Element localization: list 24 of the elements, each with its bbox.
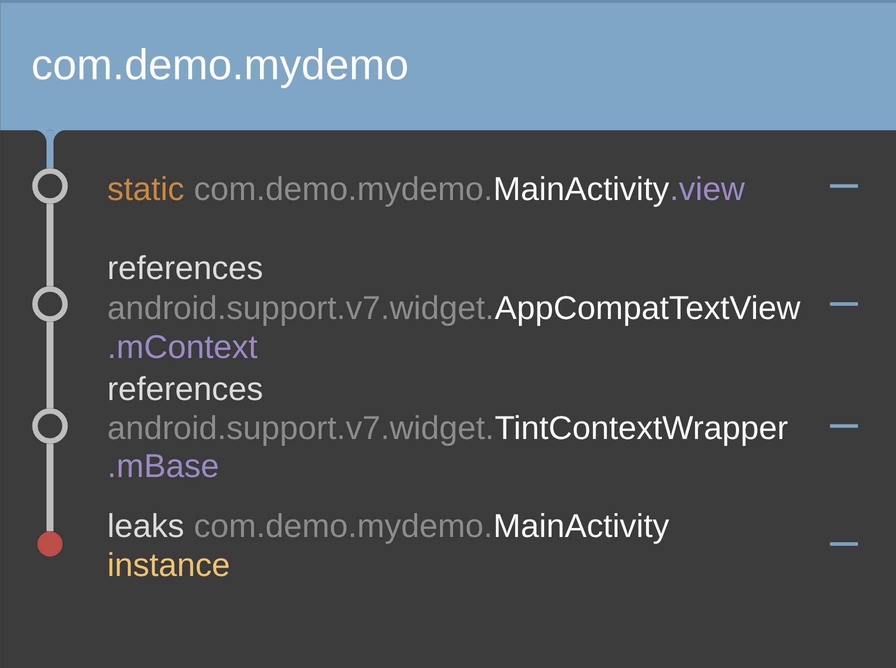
- keyword-label: leaks: [109, 513, 184, 538]
- field-name: .view: [672, 176, 745, 200]
- connector-line: [46, 204, 54, 286]
- package-name: com.demo.mydemo.: [195, 513, 490, 544]
- connector-line: [46, 444, 54, 532]
- header-band: com.demo.mydemo: [0, 0, 896, 142]
- class-name: AppCompatTextView: [494, 295, 800, 326]
- package-name: android.support.v7.widget.: [108, 415, 492, 446]
- ring-marker: [32, 168, 68, 204]
- package-name: android.support.v7.widget.: [108, 295, 492, 326]
- class-name: TintContextWrapper: [495, 415, 788, 446]
- dot-marker: [38, 532, 62, 556]
- ring-marker: [32, 286, 68, 322]
- ring-marker: [32, 408, 68, 444]
- modifier-label: static: [108, 176, 184, 200]
- class-name: MainActivity: [496, 176, 670, 207]
- connector-line: [46, 322, 54, 408]
- package-name: com.demo.mydemo.: [195, 176, 490, 207]
- class-name: MainActivity: [496, 513, 670, 544]
- field-name: .mContext: [110, 334, 258, 358]
- field-name: .mBase: [110, 454, 218, 478]
- keyword-label: references: [109, 255, 262, 280]
- keyword-label: references: [109, 376, 262, 400]
- instance-label: instance: [109, 552, 229, 576]
